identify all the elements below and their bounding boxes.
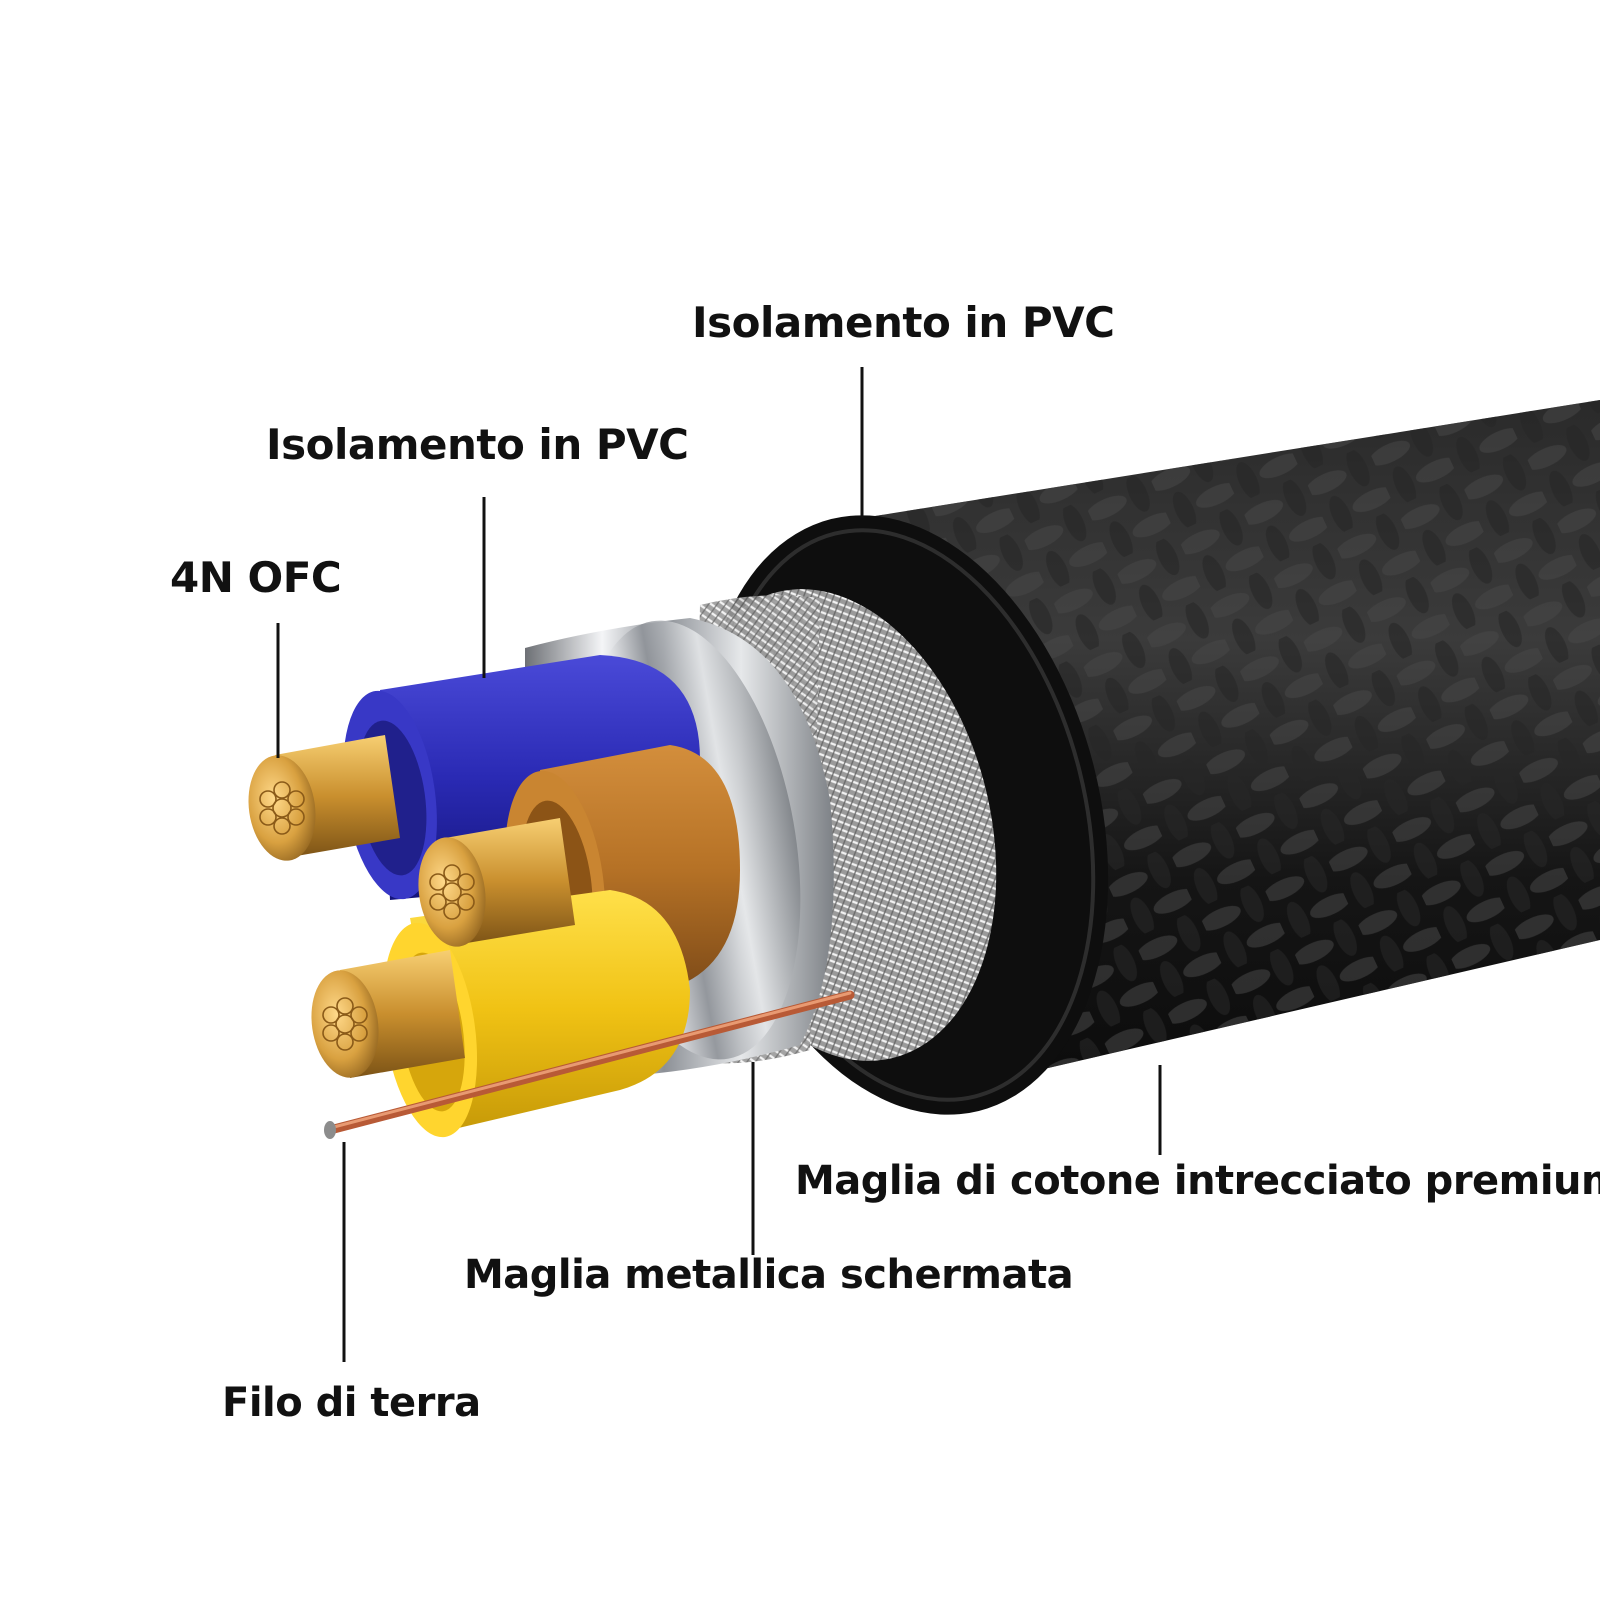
braided-jacket [850, 400, 1600, 1085]
label-ground-wire: Filo di terra [222, 1380, 481, 1426]
ground-wire [324, 990, 855, 1139]
label-metal-shield: Maglia metallica schermata [464, 1252, 1074, 1298]
label-conductor: 4N OFC [170, 553, 342, 602]
copper-conductor-3 [311, 950, 465, 1078]
leader-lines [276, 367, 1162, 1362]
label-inner-pvc-insulation: Isolamento in PVC [266, 420, 689, 469]
copper-conductor-1 [248, 735, 400, 861]
label-cotton-braid: Maglia di cotone intrecciato premium [795, 1158, 1600, 1204]
label-outer-pvc-insulation: Isolamento in PVC [692, 298, 1115, 347]
copper-conductor-2 [418, 818, 575, 947]
